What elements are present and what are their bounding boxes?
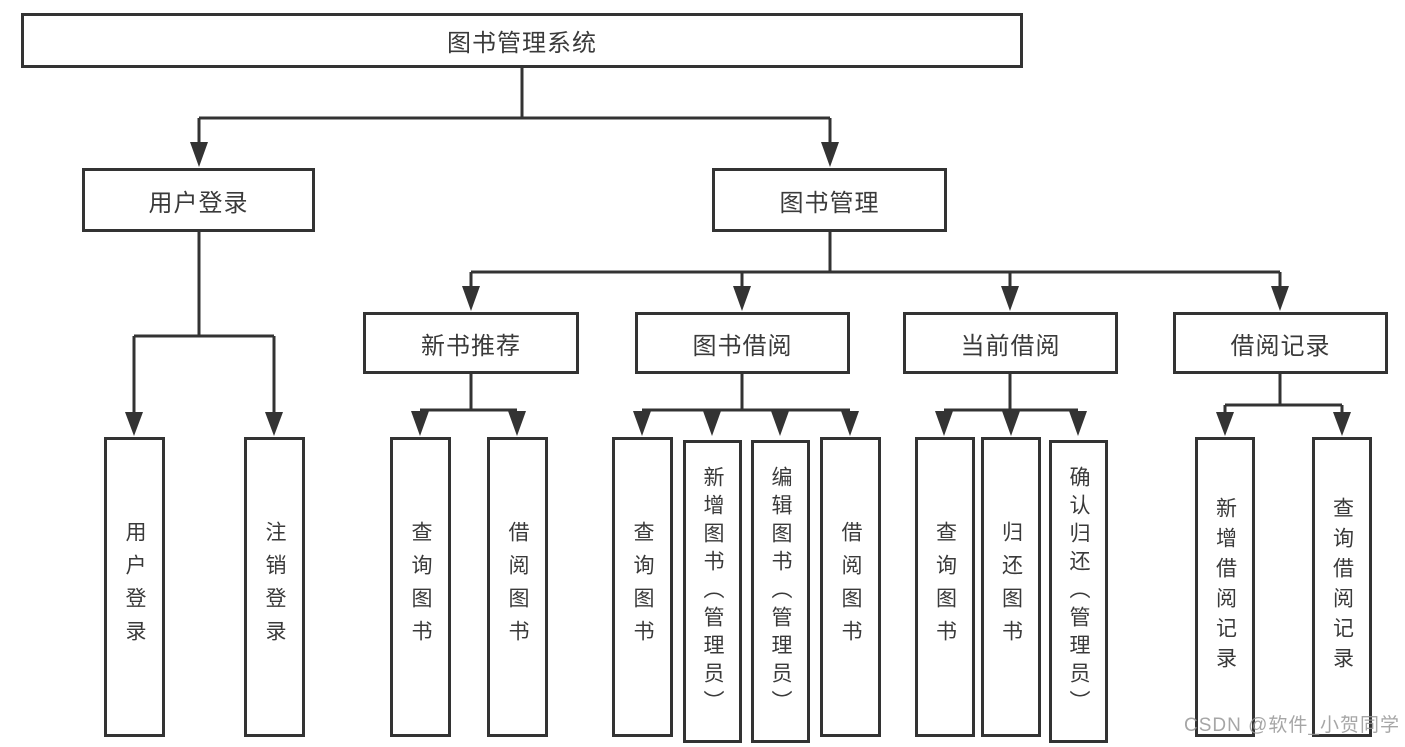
node-book-borrow: 图书借阅 [635,312,850,374]
leaf-add-borrow-record: 新增借阅记录 [1195,437,1255,737]
root-node-library-system: 图书管理系统 [21,13,1023,68]
leaf-query-borrow-record: 查询借阅记录 [1312,437,1372,737]
node-borrow-records: 借阅记录 [1173,312,1388,374]
leaf-return-books: 归还图书 [981,437,1041,737]
leaf-confirm-return-admin: 确认归还（管理员） [1049,440,1108,743]
node-current-borrow: 当前借阅 [903,312,1118,374]
leaf-query-books-current: 查询图书 [915,437,975,737]
csdn-watermark: CSDN @软件_小贺同学 [1184,715,1400,736]
node-book-management: 图书管理 [712,168,947,232]
leaf-query-books-recommend: 查询图书 [390,437,451,737]
node-new-book-recommend: 新书推荐 [363,312,579,374]
leaf-logout: 注销登录 [244,437,305,737]
leaf-user-login: 用户登录 [104,437,165,737]
leaf-query-books-borrow: 查询图书 [612,437,673,737]
leaf-edit-books-admin: 编辑图书（管理员） [751,440,810,743]
node-user-login: 用户登录 [82,168,315,232]
leaf-add-books-admin: 新增图书（管理员） [683,440,742,743]
leaf-borrow-books-recommend: 借阅图书 [487,437,548,737]
leaf-borrow-books: 借阅图书 [820,437,881,737]
